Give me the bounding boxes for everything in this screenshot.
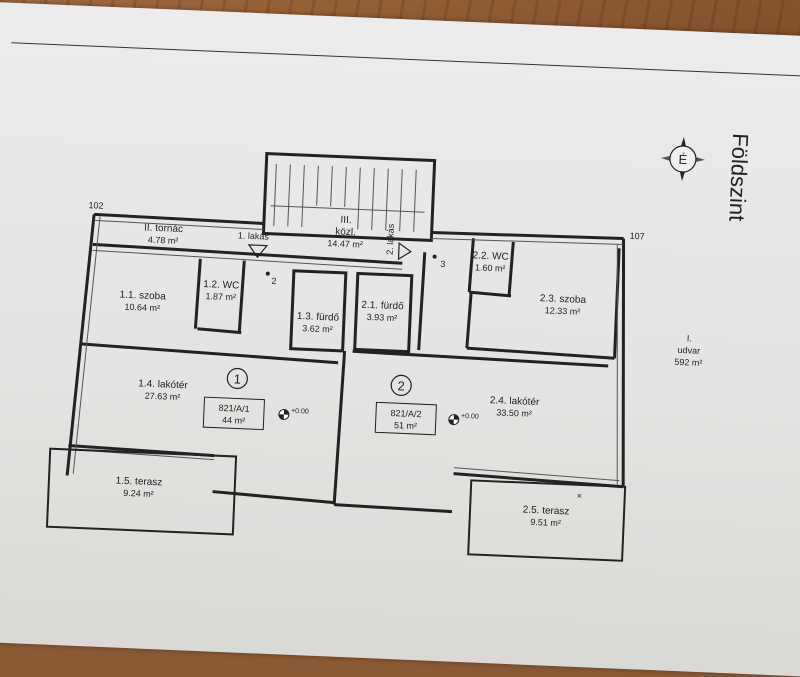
level-marker-icon bbox=[448, 414, 460, 426]
room-area-szoba11: 10.64 m² bbox=[124, 302, 160, 313]
room-area-wc12: 1.87 m² bbox=[205, 291, 236, 302]
entrance-label-first: 1. lakás bbox=[238, 230, 270, 241]
unit-2-area: 51 m² bbox=[394, 420, 417, 431]
room-area-lakoter14: 27.63 m² bbox=[145, 391, 181, 402]
unit-2-number: 2 bbox=[397, 378, 405, 393]
entrance-label-second: 2. lakás bbox=[385, 223, 396, 255]
room-name-lakoter24: 2.4. lakótér bbox=[490, 395, 541, 408]
entrance-arrow-icon bbox=[247, 244, 269, 259]
room-name-furdo21: 2.1. fürdő bbox=[361, 300, 404, 313]
corner-label-left: 102 bbox=[88, 200, 103, 211]
room-area-lakoter24: 33.50 m² bbox=[496, 407, 532, 418]
unit-2: 2 821/A/2 51 m² +0.00 bbox=[374, 374, 479, 436]
room-name-furdo13: 1.3. fürdő bbox=[297, 311, 340, 324]
room-name-tornac: II. tornác bbox=[144, 222, 183, 235]
unit-1-area: 44 m² bbox=[222, 415, 245, 426]
terraces bbox=[45, 447, 627, 562]
unit-1: 1 821/A/1 44 m² +0.00 bbox=[202, 367, 309, 431]
unit-1-number: 1 bbox=[233, 371, 241, 386]
room-name-kozl: III. bbox=[340, 215, 352, 226]
room-name-lakoter14: 1.4. lakótér bbox=[138, 378, 189, 391]
entrance-arrow-icon bbox=[397, 242, 412, 261]
unit-1-code: 821/A/1 bbox=[218, 403, 249, 414]
room-name-terasz15: 1.5. terasz bbox=[115, 475, 162, 488]
corner-label-right: 107 bbox=[629, 231, 644, 242]
room-name-wc12: 1.2. WC bbox=[203, 279, 240, 292]
room-name-terasz25: 2.5. terasz bbox=[523, 505, 570, 518]
unit-2-code: 821/A/2 bbox=[390, 408, 421, 419]
compass-label: É bbox=[678, 152, 688, 167]
room-area-szoba23: 12.33 m² bbox=[545, 305, 581, 316]
room-area-udvar: 592 m² bbox=[674, 357, 702, 368]
unit-2-level: +0.00 bbox=[461, 413, 479, 421]
room-area-furdo21: 3.93 m² bbox=[367, 312, 398, 323]
room-name-udvar: I. bbox=[687, 333, 692, 343]
room-name-szoba11: 1.1. szoba bbox=[119, 290, 166, 303]
room-area-terasz25: 9.51 m² bbox=[530, 517, 561, 528]
marker-dot bbox=[265, 271, 270, 276]
room-area-terasz15: 9.24 m² bbox=[123, 488, 154, 499]
sheet-title: Földszint bbox=[724, 133, 753, 222]
room-area-tornac: 4.78 m² bbox=[148, 235, 179, 246]
sheet-frame-line bbox=[11, 42, 800, 77]
room-area-kozl: 14.47 m² bbox=[327, 238, 363, 249]
room-name2-kozl: közl. bbox=[335, 226, 356, 238]
wall-inner-lines bbox=[72, 163, 624, 485]
marker-2: 2 bbox=[271, 276, 276, 286]
room-area-furdo13: 3.62 m² bbox=[302, 323, 333, 334]
building-walls bbox=[65, 151, 626, 514]
marker-dot bbox=[432, 254, 437, 259]
compass-icon: É bbox=[660, 136, 705, 181]
terrace-tick-mark: × bbox=[577, 491, 583, 501]
room-area-wc22: 1.60 m² bbox=[475, 262, 506, 273]
room-name-szoba23: 2.3. szoba bbox=[540, 293, 587, 306]
marker-3: 3 bbox=[440, 259, 445, 269]
room-name2-udvar: udvar bbox=[677, 345, 700, 356]
room-name-wc22: 2.2. WC bbox=[472, 250, 509, 263]
unit-1-level: +0.00 bbox=[291, 408, 309, 416]
level-marker-icon bbox=[278, 408, 290, 420]
